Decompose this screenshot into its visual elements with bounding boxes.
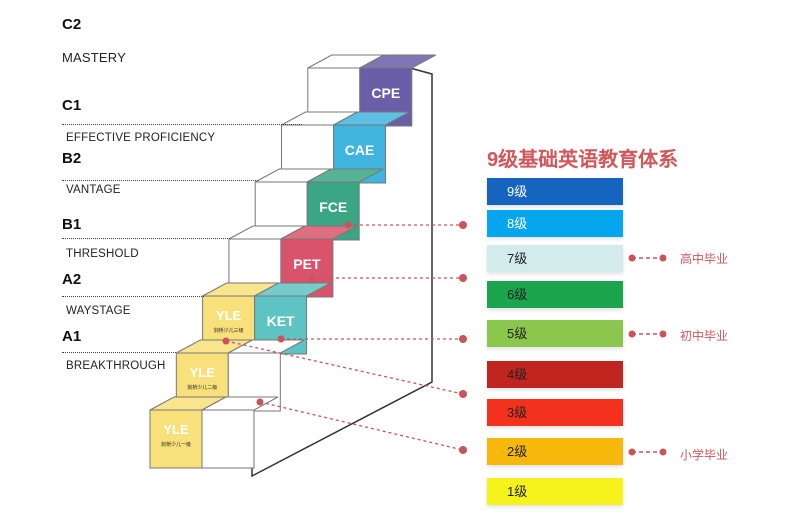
- grade-bar-7: 7级: [487, 245, 623, 272]
- connector: [256, 398, 467, 454]
- divider: [62, 180, 258, 181]
- connector-dot: [628, 448, 636, 456]
- milestone-primary-school: 小学毕业: [680, 448, 729, 462]
- connector-dot: [308, 274, 316, 282]
- level-a2-name: WAYSTAGE: [66, 305, 131, 317]
- connector-dot: [659, 448, 667, 456]
- step-front-left: [149, 409, 203, 469]
- level-a1: A1: [62, 328, 82, 345]
- grade-bar-6: 6级: [487, 281, 623, 308]
- connector-dot: [222, 337, 230, 345]
- connector-line: [259, 401, 464, 451]
- grade-bar-8: 8级: [487, 210, 623, 237]
- level-c2: C2: [62, 16, 82, 33]
- step-front-right: [201, 409, 255, 469]
- grade-bar-5: 5级: [487, 320, 623, 347]
- divider: [62, 352, 176, 353]
- divider: [62, 296, 204, 297]
- level-a2: A2: [62, 271, 82, 288]
- connector-dot: [344, 221, 352, 229]
- yle-label: YLE: [190, 365, 216, 380]
- level-c1: C1: [62, 97, 82, 114]
- yle-sublabel: 剑桥少儿三级: [214, 327, 244, 334]
- milestone-high-school: 高中毕业: [680, 252, 729, 266]
- connector: [344, 221, 467, 229]
- connector-dot: [659, 330, 667, 338]
- level-b2: B2: [62, 150, 82, 167]
- grade-bar-4: 4级: [487, 361, 623, 388]
- yle-sublabel: 剑桥少儿一级: [161, 441, 191, 448]
- connector-dot: [628, 330, 636, 338]
- grade-bar-3: 3级: [487, 399, 623, 426]
- level-b1: B1: [62, 216, 82, 233]
- connector-dot: [277, 335, 285, 343]
- connector-line: [225, 340, 464, 395]
- yle-label: YLE: [163, 422, 189, 437]
- milestone-connector: [628, 448, 667, 456]
- connector-dot: [628, 254, 636, 262]
- level-a1-name: BREAKTHROUGH: [66, 360, 166, 372]
- connector-dot: [256, 398, 264, 406]
- grade-bar-1: 1级: [487, 478, 623, 505]
- system-title: 9级基础英语教育体系: [487, 149, 679, 171]
- connector-dot: [459, 274, 467, 282]
- fce-label: FCE: [319, 199, 347, 215]
- connector-dot: [459, 221, 467, 229]
- divider: [62, 124, 302, 125]
- connector-dot: [459, 390, 467, 398]
- pet-label: PET: [293, 256, 321, 272]
- divider: [62, 238, 230, 239]
- grade-bar-2: 2级: [487, 438, 623, 465]
- yle-label: YLE: [216, 308, 242, 323]
- cae-label: CAE: [345, 142, 375, 158]
- level-c2-name: MASTERY: [62, 50, 127, 65]
- milestone-connector: [628, 330, 667, 338]
- milestone-middle-school: 初中毕业: [680, 329, 729, 343]
- level-c1-name: EFFECTIVE PROFICIENCY: [66, 132, 216, 144]
- level-b1-name: THRESHOLD: [66, 248, 139, 260]
- milestone-connector: [628, 254, 667, 262]
- connector: [308, 274, 467, 282]
- connector: [222, 337, 467, 398]
- yle-sublabel: 剑桥少儿二级: [187, 384, 217, 391]
- connector-dot: [459, 335, 467, 343]
- ket-label: KET: [267, 313, 295, 329]
- connector: [277, 335, 467, 343]
- cpe-label: CPE: [371, 85, 400, 101]
- level-b2-name: VANTAGE: [66, 184, 121, 196]
- grade-bar-9: 9级: [487, 178, 623, 205]
- connector-dot: [659, 254, 667, 262]
- connector-dot: [459, 446, 467, 454]
- stair-step: YLE 剑桥少儿一级: [149, 396, 279, 469]
